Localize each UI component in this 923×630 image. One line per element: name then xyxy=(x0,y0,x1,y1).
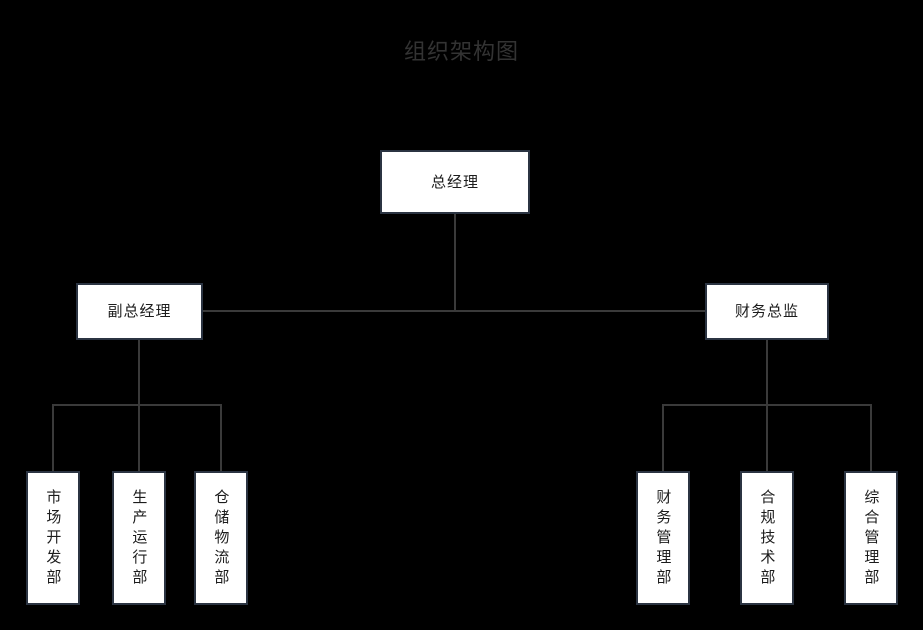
connector-right-child-3 xyxy=(870,404,872,471)
connector-left-child-2 xyxy=(138,404,140,471)
node-general-manager[interactable]: 总经理 xyxy=(380,150,530,214)
node-financial-management-dept[interactable]: 财务管理部 xyxy=(636,471,690,605)
connector-left-parent-down xyxy=(138,340,140,405)
node-finance-director[interactable]: 财务总监 xyxy=(705,283,829,340)
node-market-development-dept[interactable]: 市场开发部 xyxy=(26,471,80,605)
connector-left-child-3 xyxy=(220,404,222,471)
node-deputy-general-manager[interactable]: 副总经理 xyxy=(76,283,203,340)
connector-right-child-2 xyxy=(766,404,768,471)
connector-right-child-1 xyxy=(662,404,664,471)
connector-root-down xyxy=(454,214,456,311)
node-warehouse-logistics-dept[interactable]: 仓储物流部 xyxy=(194,471,248,605)
connector-right-parent-down xyxy=(766,340,768,405)
connector-left-bus xyxy=(52,404,221,406)
node-production-operations-dept[interactable]: 生产运行部 xyxy=(112,471,166,605)
connector-left-child-1 xyxy=(52,404,54,471)
node-compliance-technology-dept[interactable]: 合规技术部 xyxy=(740,471,794,605)
connector-level2-bus xyxy=(203,310,705,312)
node-general-management-dept[interactable]: 综合管理部 xyxy=(844,471,898,605)
page-title: 组织架构图 xyxy=(403,40,519,65)
